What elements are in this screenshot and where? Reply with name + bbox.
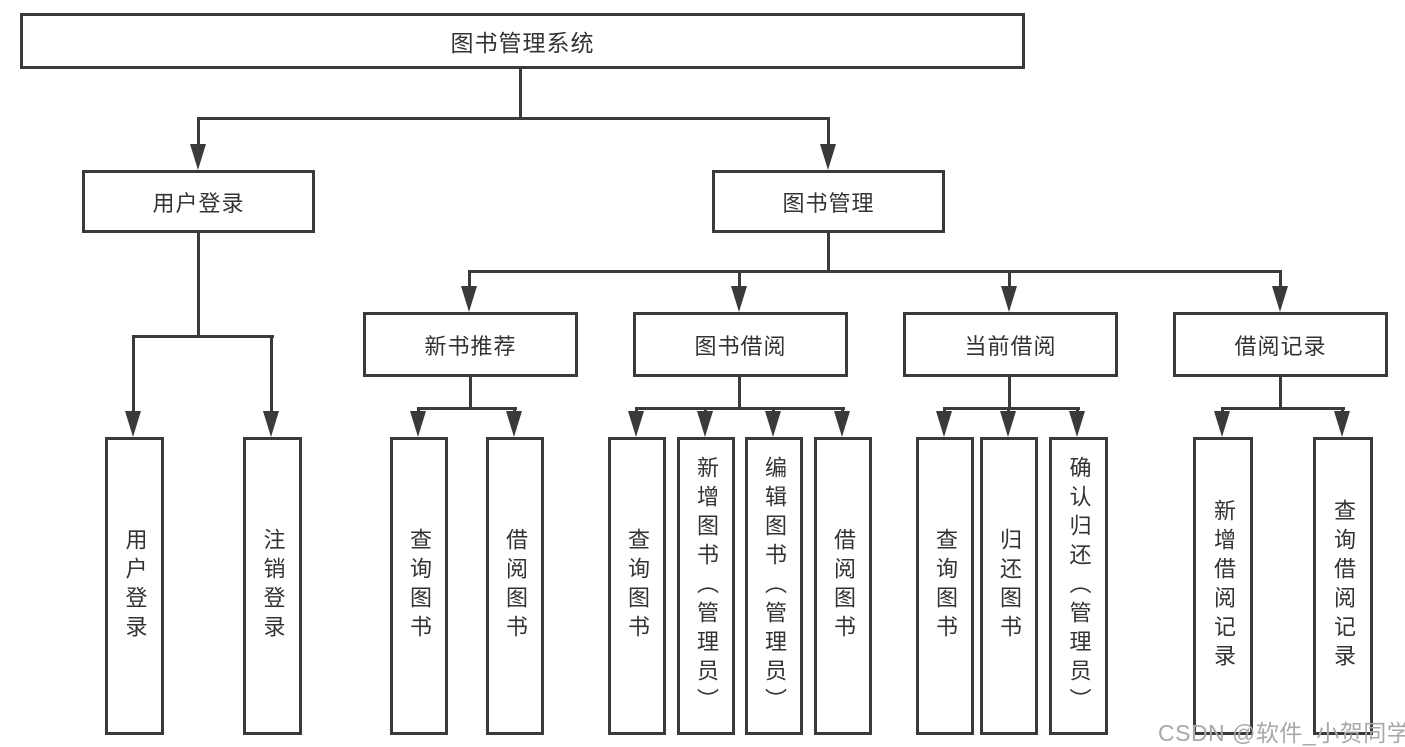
connector-newbooks-stem bbox=[469, 377, 472, 408]
arrow-down-icon bbox=[1000, 411, 1016, 437]
arrow-down-icon bbox=[1001, 286, 1017, 312]
node-label: 查询借阅记录 bbox=[1331, 499, 1356, 673]
leaf-query-books-3: 查询图书 bbox=[916, 437, 974, 735]
leaf-borrow-books-1: 借阅图书 bbox=[486, 437, 544, 735]
connector-newbooks-bar bbox=[417, 407, 517, 410]
node-label: 查询图书 bbox=[407, 528, 432, 644]
connector-root-bar bbox=[197, 117, 830, 120]
arrow-down-icon bbox=[1272, 286, 1288, 312]
leaf-add-books-admin: 新增图书（管理员） bbox=[677, 437, 735, 735]
connector-drop-user-leaf1 bbox=[132, 335, 135, 415]
arrow-down-icon bbox=[731, 286, 747, 312]
arrow-down-icon bbox=[936, 411, 952, 437]
connector-drop-new-books bbox=[468, 270, 471, 290]
node-user-login: 用户登录 bbox=[82, 170, 315, 233]
connector-current-bar bbox=[943, 407, 1080, 410]
node-label: 查询图书 bbox=[625, 528, 650, 644]
arrow-down-icon bbox=[765, 411, 781, 437]
connector-drop-book-mgmt bbox=[827, 117, 830, 147]
node-label: 借阅记录 bbox=[1234, 333, 1327, 359]
node-label: 新增图书（管理员） bbox=[694, 455, 719, 717]
connector-drop-borrowing bbox=[738, 270, 741, 290]
connector-borrowing-stem bbox=[738, 377, 741, 408]
node-current-borrowing: 当前借阅 bbox=[903, 312, 1118, 377]
connector-drop-user-login bbox=[197, 117, 200, 147]
arrow-down-icon bbox=[263, 411, 279, 437]
arrow-down-icon bbox=[834, 411, 850, 437]
connector-user-bar bbox=[132, 335, 274, 338]
node-label: 当前借阅 bbox=[964, 333, 1057, 359]
connector-bookmgmt-stem bbox=[827, 233, 830, 272]
node-label: 借阅图书 bbox=[831, 528, 856, 644]
csdn-watermark: CSDN @软件_小贺同学 bbox=[1158, 720, 1405, 746]
arrow-down-icon bbox=[628, 411, 644, 437]
connector-borrowing-bar bbox=[635, 407, 845, 410]
leaf-return-books: 归还图书 bbox=[980, 437, 1038, 735]
arrow-down-icon bbox=[410, 411, 426, 437]
node-book-management: 图书管理 bbox=[712, 170, 945, 233]
node-label: 图书管理 bbox=[782, 190, 875, 216]
node-label: 用户登录 bbox=[152, 190, 245, 216]
node-label: 确认归还（管理员） bbox=[1066, 455, 1092, 717]
leaf-query-books-2: 查询图书 bbox=[608, 437, 666, 735]
node-new-book-recommendation: 新书推荐 bbox=[363, 312, 578, 377]
arrow-down-icon bbox=[190, 144, 206, 170]
node-label: 新书推荐 bbox=[424, 333, 517, 359]
arrow-down-icon bbox=[1214, 411, 1230, 437]
connector-records-bar bbox=[1221, 407, 1345, 410]
leaf-user-login: 用户登录 bbox=[105, 437, 164, 735]
leaf-query-borrow-record: 查询借阅记录 bbox=[1313, 437, 1373, 735]
arrow-down-icon bbox=[1069, 411, 1085, 437]
node-label: 注销登录 bbox=[260, 528, 286, 644]
connector-bookmgmt-bar bbox=[468, 270, 1282, 273]
node-label: 查询图书 bbox=[933, 528, 958, 644]
arrow-down-icon bbox=[125, 411, 141, 437]
node-label: 归还图书 bbox=[997, 528, 1022, 644]
leaf-logout: 注销登录 bbox=[243, 437, 302, 735]
connector-drop-records bbox=[1279, 270, 1282, 290]
node-label: 借阅图书 bbox=[503, 528, 528, 644]
connector-drop-user-leaf2 bbox=[270, 335, 273, 415]
node-label: 新增借阅记录 bbox=[1211, 499, 1236, 673]
arrow-down-icon bbox=[461, 286, 477, 312]
connector-user-stem bbox=[197, 233, 200, 337]
leaf-query-books-1: 查询图书 bbox=[390, 437, 448, 735]
leaf-edit-books-admin: 编辑图书（管理员） bbox=[745, 437, 803, 735]
node-label: 图书借阅 bbox=[694, 333, 787, 359]
node-label: 编辑图书（管理员） bbox=[762, 455, 787, 717]
leaf-confirm-return-admin: 确认归还（管理员） bbox=[1049, 437, 1108, 735]
node-book-management-system: 图书管理系统 bbox=[20, 13, 1025, 69]
connector-current-stem bbox=[1008, 377, 1011, 408]
connector-root-stem bbox=[519, 69, 522, 119]
arrow-down-icon bbox=[820, 144, 836, 170]
node-book-borrowing: 图书借阅 bbox=[633, 312, 848, 377]
node-label: 图书管理系统 bbox=[450, 30, 595, 56]
arrow-down-icon bbox=[506, 411, 522, 437]
leaf-add-borrow-record: 新增借阅记录 bbox=[1193, 437, 1253, 735]
leaf-borrow-books-2: 借阅图书 bbox=[814, 437, 872, 735]
arrow-down-icon bbox=[697, 411, 713, 437]
connector-records-stem bbox=[1279, 377, 1282, 408]
connector-drop-current bbox=[1008, 270, 1011, 290]
node-borrowing-records: 借阅记录 bbox=[1173, 312, 1388, 377]
arrow-down-icon bbox=[1334, 411, 1350, 437]
node-label: 用户登录 bbox=[122, 528, 148, 644]
